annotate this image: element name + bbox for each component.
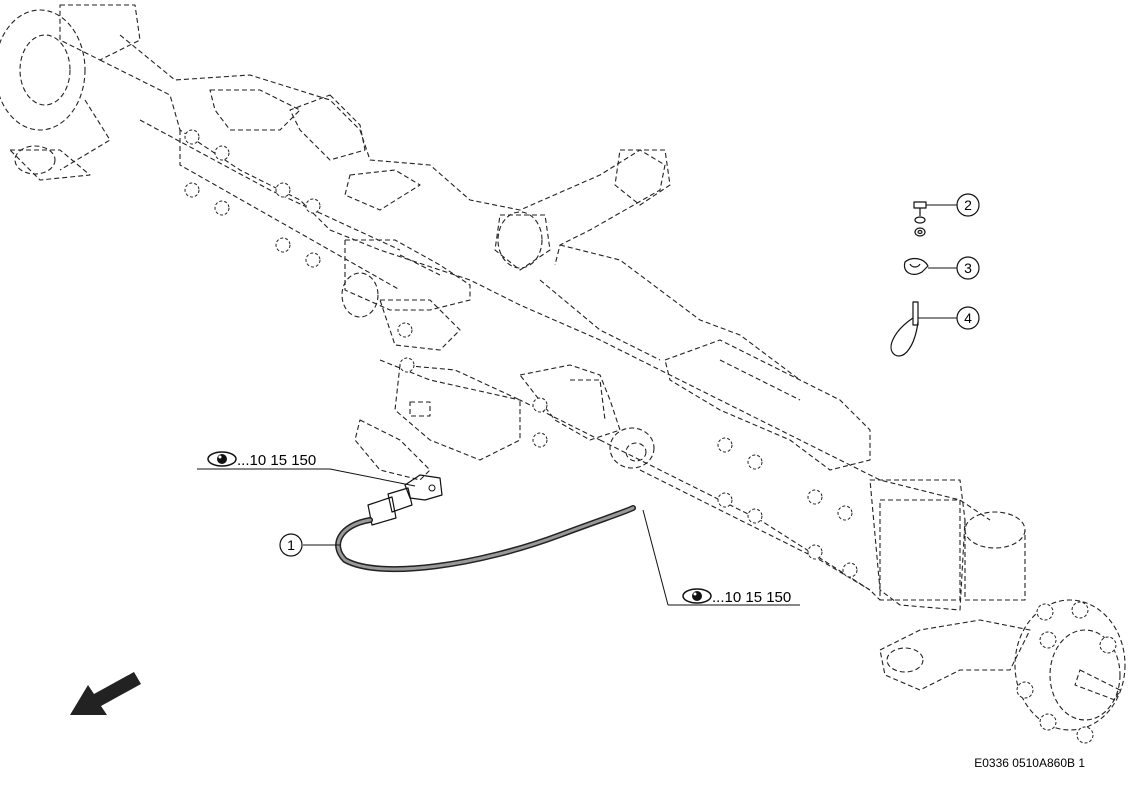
trunnion-bracket: [341, 239, 601, 481]
reference-1-text: ...10 15 150: [237, 452, 316, 469]
right-axle-beam: [599, 339, 1026, 611]
direction-arrow-icon: [70, 672, 141, 715]
left-wheel-hub: [0, 4, 141, 181]
callout-1-number: 1: [287, 537, 295, 553]
drawing-code: E0336 0510A860B 1: [974, 756, 1085, 770]
right-wheel-hub: [879, 599, 1126, 744]
callout-1: 1: [279, 533, 340, 557]
callout-2-number: 2: [964, 197, 972, 213]
callout-2: 2: [926, 193, 980, 217]
speed-sensor-with-cable[interactable]: [335, 474, 636, 573]
cable-clip[interactable]: [903, 257, 929, 275]
cable-tie[interactable]: [890, 301, 919, 357]
central-differential-housing: [209, 89, 801, 381]
callout-4-number: 4: [964, 310, 972, 326]
lower-center-bracket: [519, 364, 655, 469]
eye-icon: [682, 588, 712, 604]
reference-2-text: ...10 15 150: [712, 589, 791, 606]
callout-4: 4: [918, 306, 980, 330]
bolt-and-washer[interactable]: [913, 201, 927, 237]
reference-1[interactable]: ...10 15 150: [197, 451, 416, 487]
callout-3: 3: [928, 256, 980, 280]
callout-3-number: 3: [964, 260, 972, 276]
front-axle-housing: [0, 4, 1126, 744]
reference-2[interactable]: ...10 15 150: [642, 509, 800, 606]
eye-icon: [207, 451, 237, 467]
beam-bolts: [184, 129, 858, 578]
